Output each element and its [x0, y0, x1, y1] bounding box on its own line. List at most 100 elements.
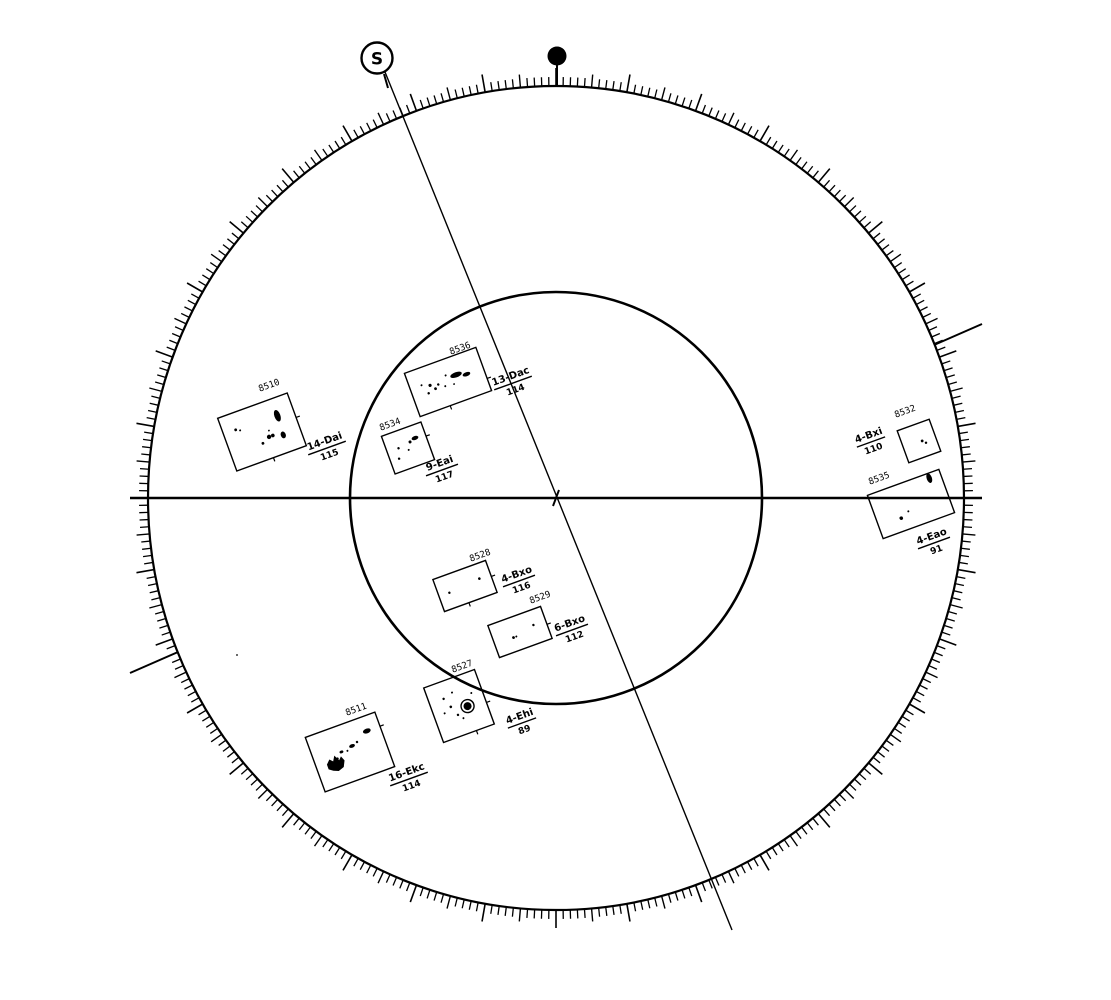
sunspot-group-8510: 8510 14-Dai 115	[216, 378, 347, 472]
degree-tick	[765, 136, 772, 146]
degree-tick	[147, 583, 158, 587]
degree-tick	[257, 196, 268, 208]
degree-tick	[905, 709, 914, 716]
degree-tick	[939, 350, 957, 358]
degree-tick	[951, 395, 961, 399]
degree-tick	[342, 125, 353, 142]
degree-tick	[956, 417, 966, 421]
degree-tick	[858, 215, 867, 223]
degree-tick	[951, 597, 961, 601]
sunspot-group-8529: 8529 6-Bxo 112	[486, 590, 589, 659]
degree-tick	[222, 244, 231, 251]
degree-tick	[844, 788, 855, 800]
degree-tick	[688, 887, 693, 897]
solar-axis-line	[384, 71, 733, 931]
degree-tick	[446, 895, 452, 909]
degree-tick	[740, 864, 746, 874]
degree-tick	[454, 89, 458, 99]
degree-tick	[392, 110, 398, 120]
degree-tick	[490, 904, 493, 914]
degree-tick	[399, 879, 404, 889]
degree-tick	[746, 861, 753, 871]
degree-tick	[626, 74, 631, 93]
degree-tick	[721, 874, 727, 883]
degree-tick	[654, 89, 658, 99]
degree-tick	[863, 221, 872, 229]
degree-tick	[409, 884, 418, 903]
group-count-8527: 89	[517, 724, 532, 738]
degree-tick	[328, 144, 335, 153]
degree-tick	[157, 617, 167, 622]
degree-tick	[276, 184, 284, 193]
degree-tick	[281, 168, 295, 183]
group-number-8527: 8527	[450, 659, 474, 676]
degree-tick	[708, 107, 713, 117]
degree-tick	[174, 317, 187, 325]
degree-tick	[795, 830, 802, 839]
degree-tick	[322, 148, 329, 157]
degree-tick	[218, 250, 227, 257]
degree-tick	[171, 332, 181, 338]
degree-tick	[490, 82, 493, 92]
degree-tick	[889, 253, 902, 263]
degree-tick	[746, 125, 753, 135]
degree-tick	[789, 149, 799, 161]
degree-tick	[928, 326, 938, 332]
degree-tick	[694, 884, 703, 903]
heliographic-equator-mark-west	[129, 651, 179, 674]
degree-tick	[147, 409, 158, 413]
degree-tick	[753, 129, 759, 138]
degree-tick	[801, 161, 808, 170]
degree-tick	[812, 170, 819, 179]
degree-tick	[925, 671, 938, 679]
degree-tick	[801, 826, 808, 835]
degree-tick	[806, 822, 814, 831]
degree-tick	[174, 326, 184, 332]
degree-tick	[209, 262, 219, 269]
degree-tick	[310, 157, 317, 166]
degree-tick	[701, 104, 707, 114]
degree-tick	[844, 196, 855, 208]
degree-tick	[721, 113, 727, 122]
degree-tick	[828, 803, 836, 812]
degree-tick	[727, 112, 735, 125]
degree-tick	[681, 889, 686, 899]
degree-tick	[674, 891, 679, 901]
degree-tick	[511, 907, 514, 917]
degree-tick	[426, 889, 431, 899]
degree-tick	[812, 817, 819, 826]
degree-tick	[154, 610, 164, 615]
degree-tick	[660, 895, 666, 909]
degree-tick	[727, 871, 735, 884]
degree-tick	[853, 778, 862, 786]
degree-tick	[868, 762, 883, 776]
degree-tick	[281, 808, 289, 817]
degree-tick	[359, 125, 366, 135]
degree-tick	[151, 597, 161, 601]
degree-tick	[885, 250, 894, 257]
degree-tick	[908, 703, 926, 714]
degree-tick	[941, 360, 951, 365]
degree-tick	[161, 360, 171, 365]
degree-tick	[833, 798, 841, 807]
degree-tick	[962, 460, 976, 463]
degree-tick	[598, 79, 601, 89]
degree-tick	[186, 703, 204, 714]
degree-tick	[271, 189, 279, 198]
degree-tick	[304, 826, 311, 835]
degree-tick	[915, 299, 925, 306]
degree-tick	[823, 808, 831, 817]
degree-tick	[759, 125, 770, 142]
group-count-8535: 91	[929, 544, 944, 558]
degree-tick	[962, 533, 976, 536]
degree-tick	[497, 905, 500, 915]
group-number-8532: 8532	[893, 404, 917, 421]
degree-tick	[340, 136, 347, 146]
degree-tick	[136, 422, 155, 428]
group-number-8536: 8536	[448, 341, 472, 358]
degree-tick	[714, 110, 720, 120]
degree-tick	[468, 900, 472, 910]
degree-tick	[961, 453, 971, 456]
degree-tick	[936, 346, 946, 351]
degree-tick	[949, 603, 963, 609]
